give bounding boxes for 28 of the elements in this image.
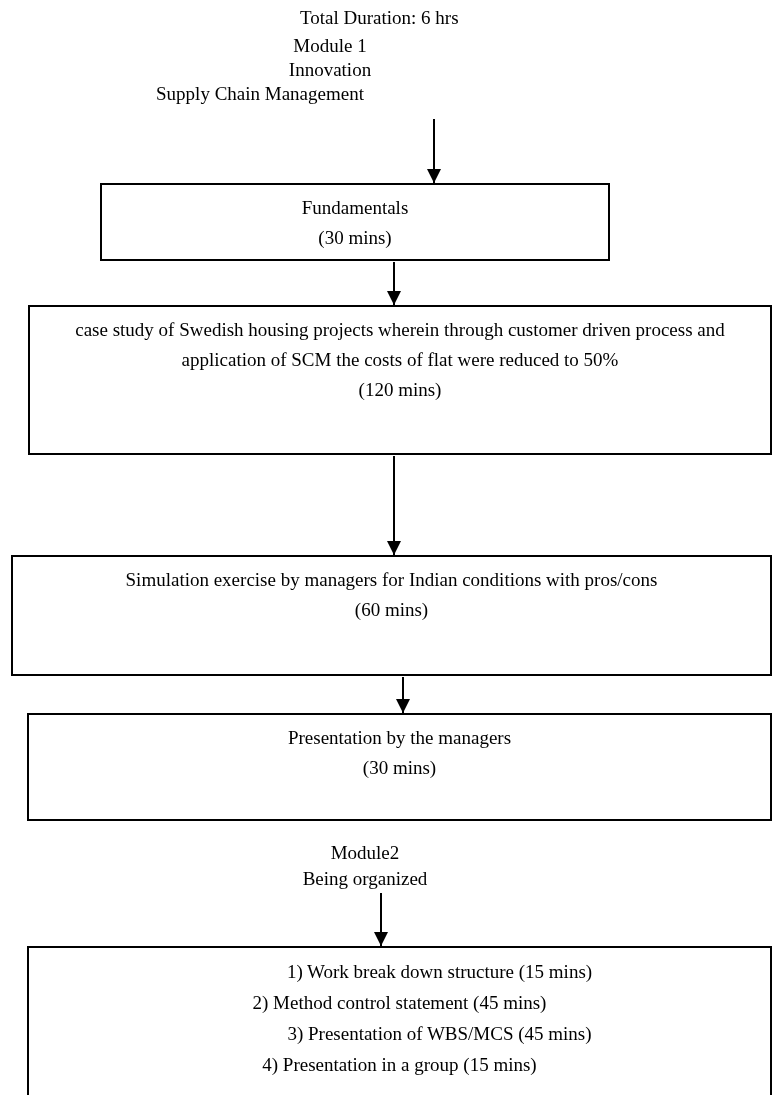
arrow xyxy=(374,892,388,947)
module-heading: Module 1 xyxy=(293,34,367,58)
process-box xyxy=(100,183,610,261)
duration-text: (30 mins) xyxy=(318,226,392,250)
arrow xyxy=(396,676,410,714)
process-box xyxy=(28,305,772,455)
duration-text: (30 mins) xyxy=(362,756,437,780)
process-box xyxy=(11,555,772,676)
list-item: 3) Presentation of WBS/MCS (45 mins) xyxy=(287,1022,592,1046)
module-title: Supply Chain Management xyxy=(156,82,364,106)
step-text: Fundamentals xyxy=(301,196,409,220)
arrow xyxy=(427,118,441,184)
step-text: Presentation by the managers xyxy=(287,726,512,750)
module-heading: Module2 xyxy=(330,841,400,865)
arrow xyxy=(387,261,401,306)
step-text: case study of Swedish housing projects wherein through customer driven process and application of SCM the costs of flat were reduced to 50% xyxy=(74,318,726,372)
module-subheading: Innovation xyxy=(288,58,372,82)
duration-text: (60 mins) xyxy=(354,598,429,622)
duration-title: Total Duration: 6 hrs xyxy=(300,6,460,30)
list-item: 1) Work break down structure (15 mins) xyxy=(286,960,593,984)
list-item: 2) Method control statement (45 mins) xyxy=(252,991,547,1015)
duration-text: (120 mins) xyxy=(358,378,442,402)
process-box xyxy=(27,713,772,821)
list-item: 4) Presentation in a group (15 mins) xyxy=(262,1053,537,1077)
step-text: Simulation exercise by managers for Indian conditions with pros/cons xyxy=(125,568,658,592)
module-heading: Being organized xyxy=(302,867,428,891)
process-box xyxy=(27,946,772,1095)
arrow xyxy=(387,455,401,556)
